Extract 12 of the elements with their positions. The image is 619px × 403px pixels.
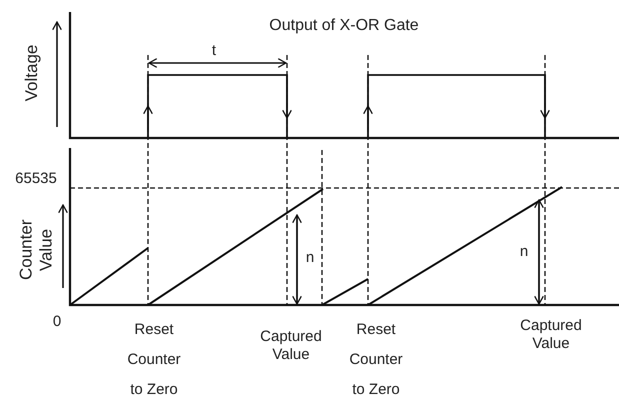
annotation: Captured Value	[519, 317, 583, 353]
tick-label: 0	[52, 313, 62, 331]
dimension-label: t	[212, 42, 216, 60]
annotation: Captured Value	[259, 328, 323, 364]
annotation: Reset Counter to Zero	[126, 320, 182, 400]
axis-label: Voltage	[22, 44, 42, 102]
dimension-label: n	[306, 249, 314, 267]
dimension-label: n	[520, 243, 528, 261]
chart-title: Output of X-OR Gate	[269, 16, 419, 36]
axis-label: Counter Value	[16, 220, 57, 280]
annotation: Reset Counter to Zero	[348, 320, 404, 400]
tick-label: 65535	[15, 170, 57, 188]
